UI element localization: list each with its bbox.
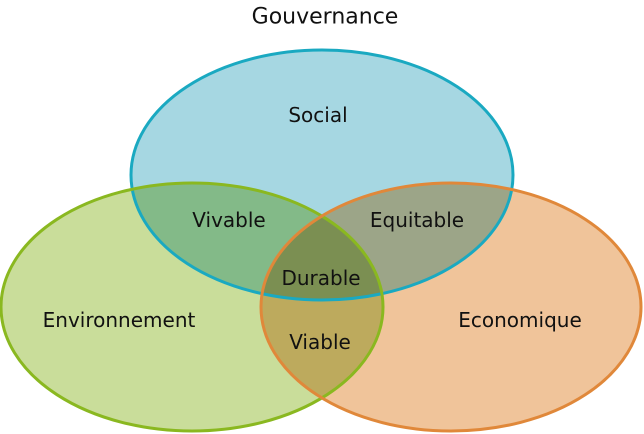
social-circle-outline — [129, 48, 515, 302]
social-label: Social — [288, 103, 348, 127]
viable-label: Viable — [289, 330, 351, 354]
equitable-label: Equitable — [369, 208, 465, 232]
environnement-label: Environnement — [42, 308, 196, 332]
environnement-circle-outline — [0, 181, 385, 433]
vivable-label: Vivable — [192, 208, 266, 232]
diagram-title: Gouvernance — [251, 4, 399, 30]
economique-circle-outline — [259, 181, 643, 433]
economique-label: Economique — [458, 308, 582, 332]
durable-label: Durable — [281, 266, 361, 290]
